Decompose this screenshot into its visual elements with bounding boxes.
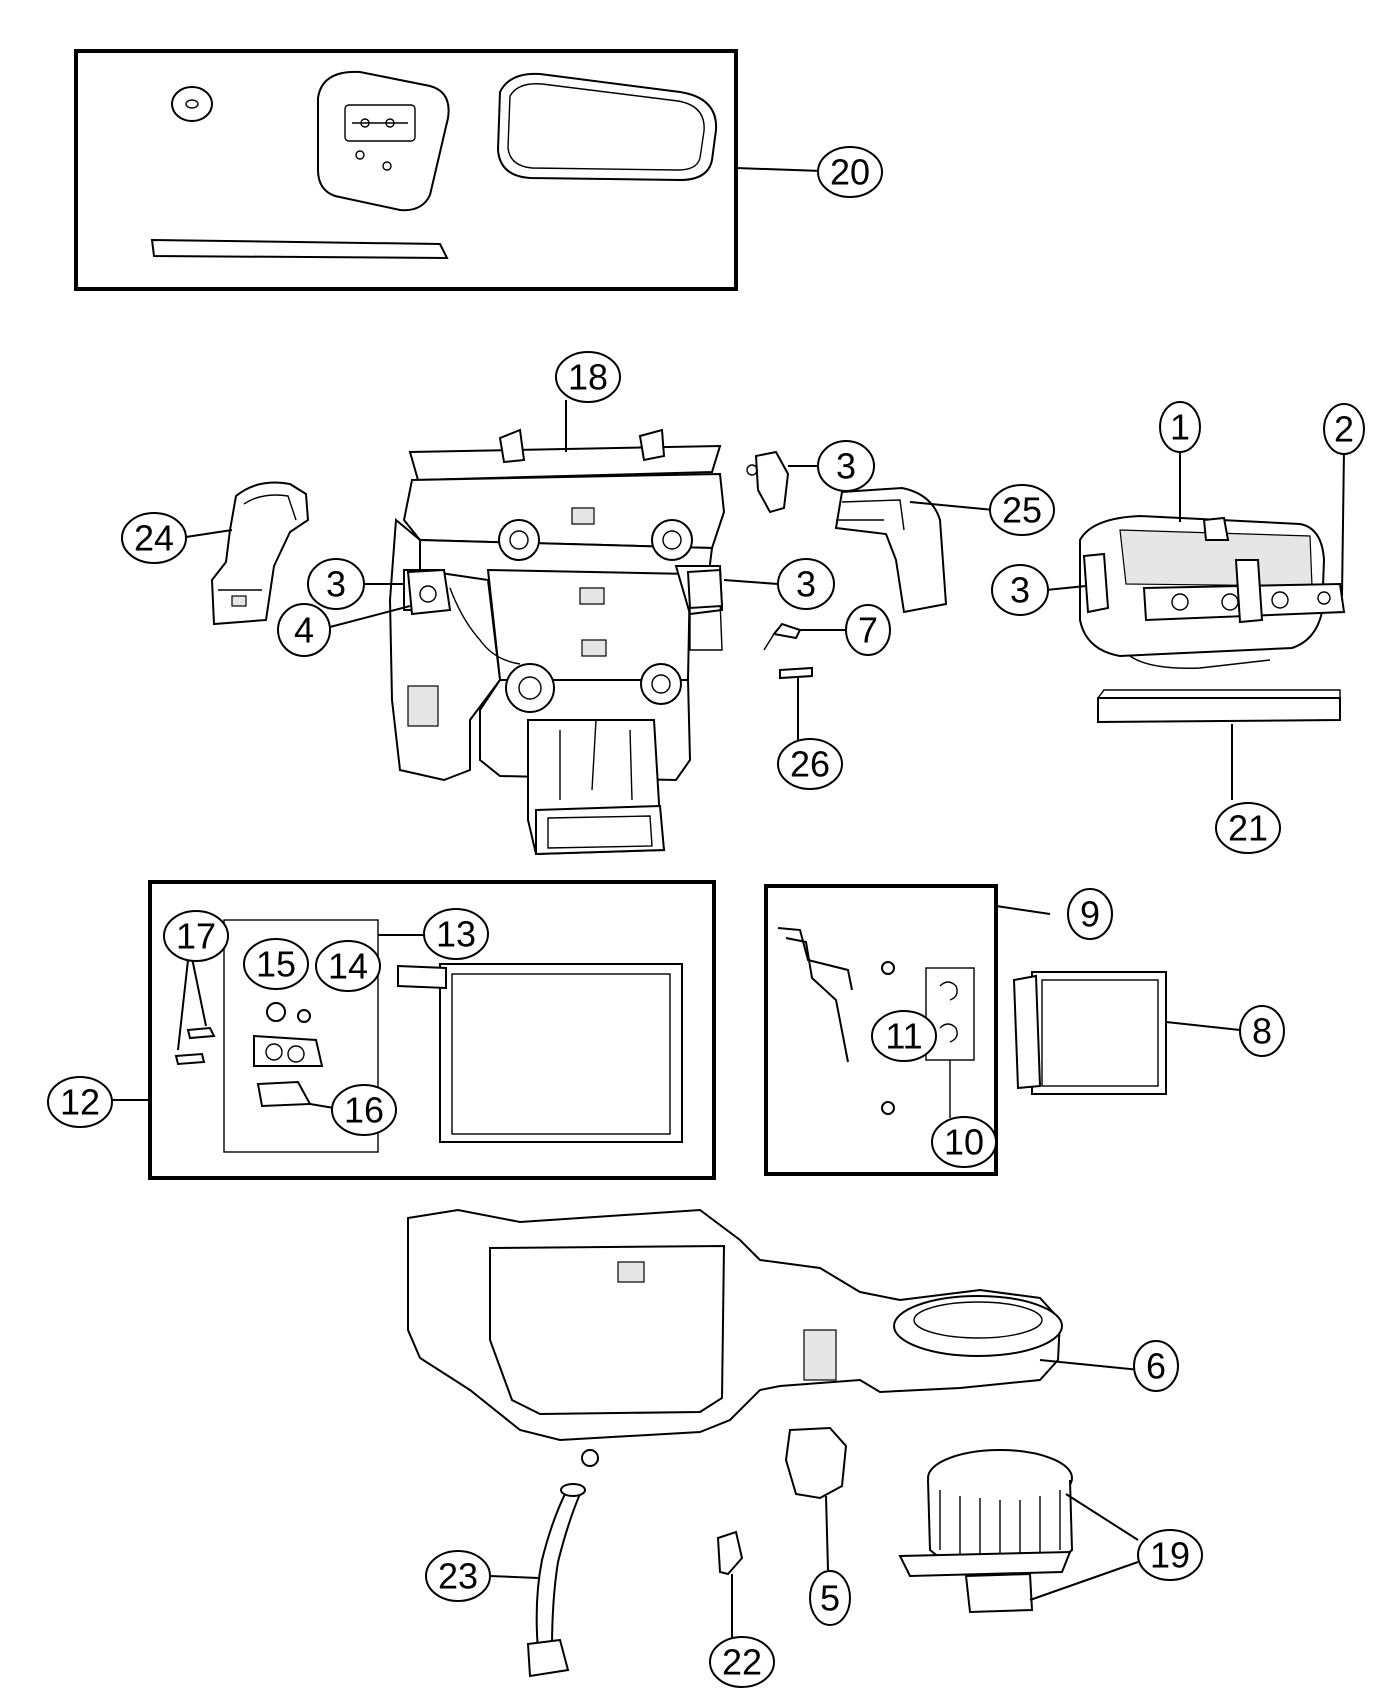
callout-18: 18: [555, 351, 621, 403]
mode-actuator: [754, 450, 790, 514]
heater-core: [1012, 971, 1241, 1095]
svg-text:3: 3: [796, 564, 816, 605]
right-duct: [834, 486, 995, 614]
callout-3-top: 3: [817, 440, 875, 492]
callout-6: 6: [1133, 1340, 1179, 1392]
callout-23: 23: [425, 1550, 491, 1602]
callout-20: 20: [817, 146, 883, 198]
svg-text:7: 7: [858, 610, 878, 651]
left-duct: [185, 481, 310, 626]
callout-2: 2: [1323, 403, 1365, 455]
svg-text:12: 12: [60, 1082, 100, 1123]
callout-5: 5: [809, 1570, 851, 1626]
callout-21: 21: [1215, 802, 1281, 854]
retaining-clip: [716, 1530, 744, 1638]
round-seal: [171, 86, 213, 122]
evaporator-core: [397, 963, 683, 1143]
svg-text:13: 13: [436, 914, 476, 955]
callout-4: 4: [277, 603, 331, 657]
callout-19: 19: [1137, 1529, 1203, 1581]
seal-kit-box: [74, 49, 823, 291]
hvac-housing-assembly: [388, 404, 726, 856]
svg-text:20: 20: [830, 152, 870, 193]
temperature-sensor: [763, 622, 846, 651]
callout-15: 15: [243, 938, 309, 990]
svg-text:11: 11: [885, 1016, 922, 1057]
blower-motor: [898, 1449, 1139, 1614]
svg-text:3: 3: [836, 446, 856, 487]
svg-text:4: 4: [294, 610, 314, 651]
callout-3-right: 3: [777, 558, 835, 610]
heater-core-box: [764, 884, 1051, 1176]
evaporator-box: [108, 880, 716, 1180]
clip-pin: [779, 666, 813, 740]
callout-22: 22: [709, 1636, 775, 1688]
svg-text:21: 21: [1228, 808, 1268, 849]
svg-text:14: 14: [328, 946, 368, 987]
svg-text:16: 16: [344, 1090, 384, 1131]
cabin-filter: [1097, 689, 1341, 800]
blower-resistor: [784, 1426, 848, 1571]
callout-11: 11: [871, 1010, 937, 1062]
svg-text:26: 26: [790, 744, 830, 785]
svg-text:3: 3: [1010, 570, 1030, 611]
actuators: [329, 450, 826, 628]
lower-housing: [407, 1208, 1141, 1467]
distribution-housing: [1045, 449, 1346, 669]
foam-strip: [150, 238, 449, 260]
svg-text:24: 24: [134, 518, 174, 559]
svg-text:17: 17: [176, 916, 216, 957]
svg-text:10: 10: [944, 1122, 984, 1163]
svg-text:25: 25: [1002, 490, 1042, 531]
callout-7: 7: [845, 604, 891, 656]
svg-text:22: 22: [722, 1642, 762, 1683]
svg-text:3: 3: [326, 564, 346, 605]
callout-3-far-right: 3: [991, 564, 1049, 616]
callout-8: 8: [1239, 1005, 1285, 1057]
svg-text:5: 5: [820, 1578, 840, 1619]
callout-26: 26: [777, 738, 843, 790]
svg-text:18: 18: [568, 357, 608, 398]
callout-13: 13: [423, 908, 489, 960]
callout-1: 1: [1159, 401, 1201, 453]
svg-text:8: 8: [1252, 1011, 1272, 1052]
svg-text:23: 23: [438, 1556, 478, 1597]
callout-17: 17: [163, 910, 229, 962]
callout-24: 24: [121, 512, 187, 564]
svg-text:1: 1: [1170, 407, 1190, 448]
callout-9: 9: [1067, 888, 1113, 940]
svg-text:19: 19: [1150, 1535, 1190, 1576]
svg-text:15: 15: [256, 944, 296, 985]
loop-seal: [496, 72, 718, 182]
callout-10: 10: [931, 1116, 997, 1168]
callout-12: 12: [47, 1076, 113, 1128]
callout-3-left: 3: [307, 558, 365, 610]
callout-14: 14: [315, 940, 381, 992]
callout-25: 25: [989, 484, 1055, 536]
drain-hose: [489, 1483, 586, 1678]
svg-text:9: 9: [1080, 894, 1100, 935]
svg-text:2: 2: [1334, 409, 1354, 450]
callout-16: 16: [331, 1084, 397, 1136]
svg-text:6: 6: [1146, 1346, 1166, 1387]
